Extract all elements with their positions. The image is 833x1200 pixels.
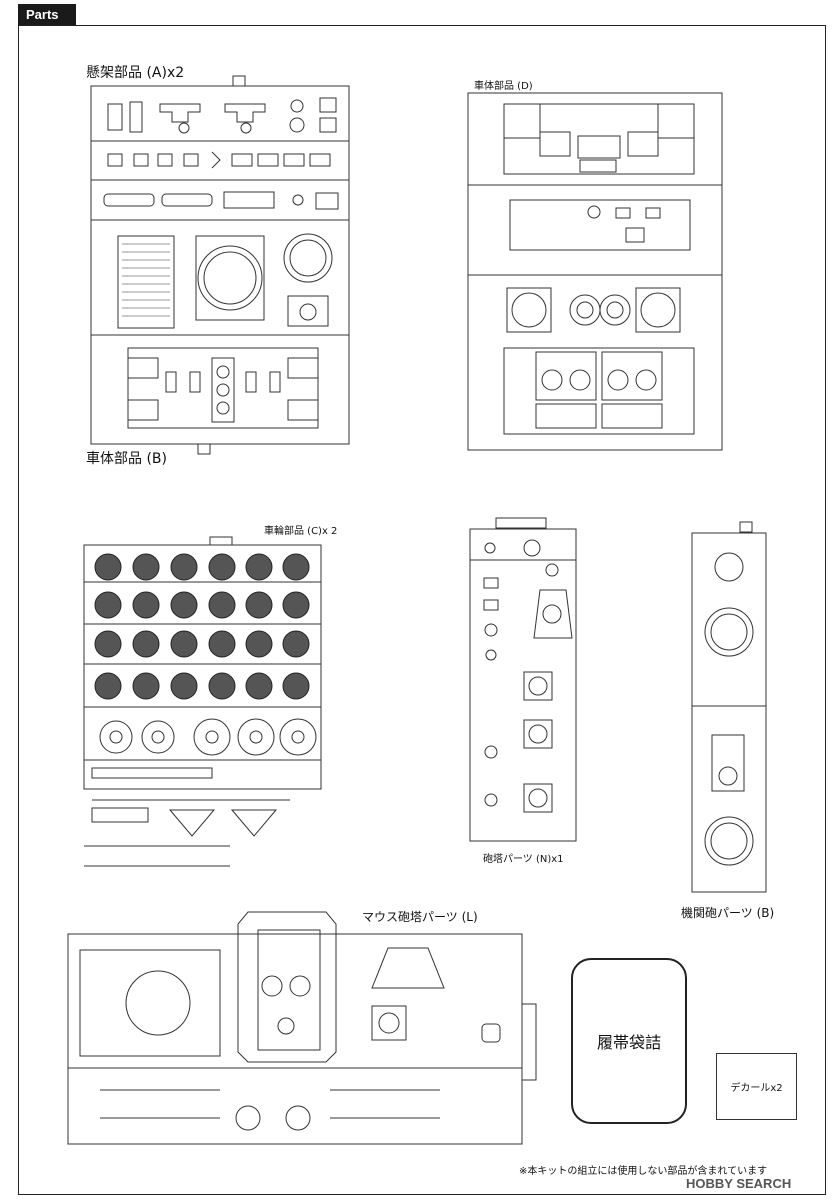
parts-tab: Parts [18,4,76,25]
decal-sheet: デカールx2 [716,1053,797,1120]
sprue-a-label: 懸架部品 (A)x2 [86,65,185,81]
sprue-l-label: マウス砲塔パーツ (L) [362,910,478,924]
watermark: HOBBY SEARCH [686,1176,792,1191]
unused-parts-note: ※本キットの組立には使用しない部品が含まれています [519,1166,768,1177]
sprue-l [67,911,537,1145]
sprue-mg [691,521,767,893]
track-bag-box: 履帯袋詰 [571,958,687,1124]
sprue-mg-label: 機関砲パーツ (B) [681,906,775,920]
parts-frame [18,25,826,1195]
sprue-b-label: 車体部品 (B) [86,451,167,467]
sprue-c [83,536,322,867]
sprue-d [467,92,723,451]
sprue-c-label: 車輪部品 (C)x 2 [264,526,338,537]
sprue-d-label: 車体部品 (D) [474,81,533,92]
sprue-n [469,517,577,842]
sprue-n-label: 砲塔パーツ (N)x1 [483,854,564,865]
sprue-a-b [90,75,350,455]
